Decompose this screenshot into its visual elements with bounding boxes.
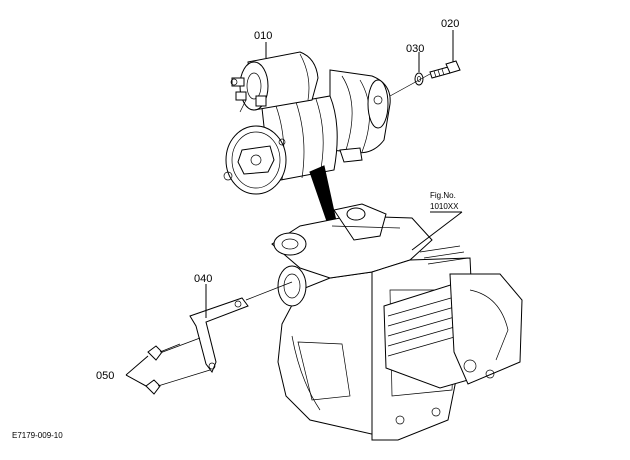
callout-040: 040 <box>194 273 212 285</box>
callout-050: 050 <box>96 370 114 382</box>
bolt-axis-line <box>389 73 431 97</box>
leader-050 <box>125 355 149 387</box>
diagram-id: E7179-009-10 <box>12 431 63 440</box>
bracket-guide-line-2 <box>245 281 293 301</box>
bolt-050-lower <box>145 369 211 395</box>
bracket-guide-line-1 <box>159 337 201 354</box>
fig-ref-line1: Fig.No. <box>430 191 456 200</box>
callout-020: 020 <box>441 18 459 30</box>
leader-fig-ref <box>411 211 463 251</box>
engine-block <box>271 203 523 441</box>
fig-ref-line2: 1010XX <box>430 202 459 211</box>
washer-030 <box>414 72 424 86</box>
starter-motor-assembly <box>223 51 391 195</box>
bolt-050-upper <box>147 343 181 361</box>
callout-010: 010 <box>254 30 272 42</box>
bolt-020 <box>429 60 461 79</box>
callout-030: 030 <box>406 43 424 55</box>
bracket-040 <box>189 297 249 374</box>
